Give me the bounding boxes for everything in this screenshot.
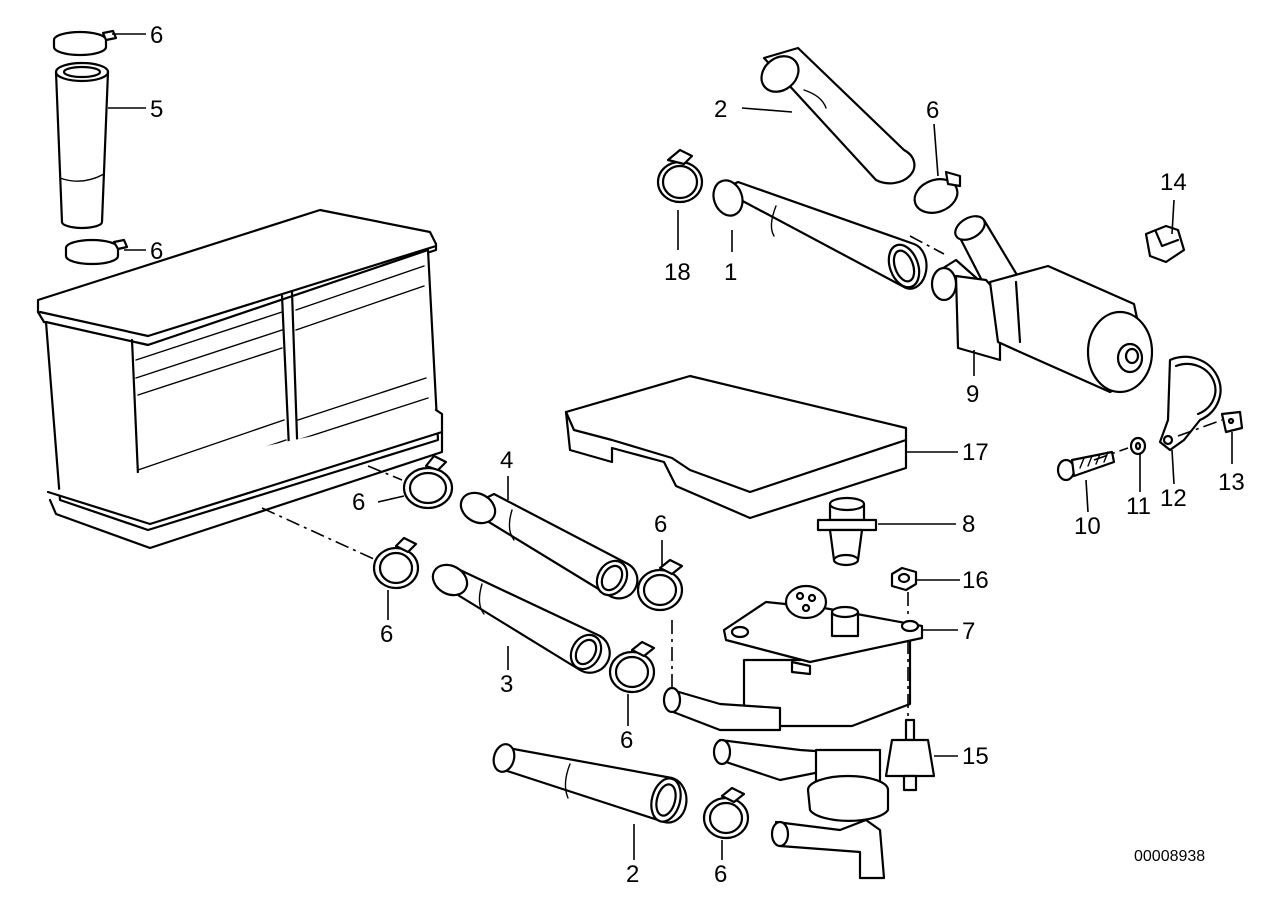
callout-2: 2 bbox=[626, 861, 639, 888]
callout-6: 6 bbox=[352, 489, 365, 516]
callout-6: 6 bbox=[620, 727, 633, 754]
callout-1: 1 bbox=[724, 259, 737, 286]
callout-18: 18 bbox=[664, 259, 691, 286]
clip-14 bbox=[1144, 224, 1186, 264]
callout-labels: 6 5 6 2 6 18 1 14 9 17 4 6 6 6 3 8 16 7 … bbox=[150, 22, 1245, 888]
hose-clamp-bottom bbox=[702, 786, 750, 840]
callout-5: 5 bbox=[150, 96, 163, 123]
screw-10 bbox=[1056, 450, 1116, 482]
hose-1 bbox=[712, 179, 928, 290]
callout-9: 9 bbox=[966, 381, 979, 408]
assembly-lines bbox=[261, 235, 1223, 718]
solenoid-valve-7 bbox=[662, 584, 924, 880]
callout-6: 6 bbox=[714, 861, 727, 888]
leader-lines bbox=[108, 33, 1233, 860]
diagram-reference-number: 00008938 bbox=[1134, 848, 1206, 865]
callout-6: 6 bbox=[150, 22, 163, 49]
hose-clamp-middle-left bbox=[64, 238, 129, 266]
heater-core bbox=[36, 208, 444, 550]
callout-17: 17 bbox=[962, 439, 989, 466]
callout-16: 16 bbox=[962, 567, 989, 594]
hose-2-bottom bbox=[492, 743, 688, 824]
callout-8: 8 bbox=[962, 511, 975, 538]
cover-17 bbox=[564, 374, 908, 520]
callout-13: 13 bbox=[1218, 469, 1245, 496]
callout-6: 6 bbox=[926, 97, 939, 124]
callout-7: 7 bbox=[962, 618, 975, 645]
rubber-mount-15 bbox=[884, 718, 936, 792]
hose-clamp-top-left bbox=[52, 29, 118, 57]
callout-12: 12 bbox=[1160, 485, 1187, 512]
callout-3: 3 bbox=[500, 671, 513, 698]
water-pump-9 bbox=[930, 215, 1154, 394]
hose-5 bbox=[54, 61, 110, 230]
nut-16 bbox=[890, 566, 918, 592]
hose-clamp-left-lower bbox=[372, 536, 420, 590]
hose-2-top bbox=[760, 46, 916, 185]
callout-11: 11 bbox=[1126, 493, 1151, 520]
callout-4: 4 bbox=[500, 447, 513, 474]
callout-6: 6 bbox=[654, 511, 667, 538]
callout-10: 10 bbox=[1074, 513, 1101, 540]
hose-clamp-top-right bbox=[913, 170, 962, 214]
valve-8 bbox=[816, 496, 878, 567]
callout-6: 6 bbox=[150, 238, 163, 265]
callout-15: 15 bbox=[962, 743, 989, 770]
callout-2: 2 bbox=[714, 96, 727, 123]
bracket-strap-12 bbox=[1158, 355, 1222, 452]
callout-14: 14 bbox=[1160, 169, 1187, 196]
callout-6: 6 bbox=[380, 621, 393, 648]
hose-clamp-18 bbox=[656, 148, 704, 204]
washer-11 bbox=[1129, 436, 1147, 456]
hose-3 bbox=[431, 563, 611, 674]
hose-clamp-left-upper bbox=[402, 454, 454, 510]
hose-4 bbox=[459, 491, 639, 600]
clip-nut-13 bbox=[1220, 410, 1244, 434]
hose-clamp-center-upper bbox=[636, 558, 684, 612]
hose-clamp-center-lower bbox=[608, 640, 656, 694]
